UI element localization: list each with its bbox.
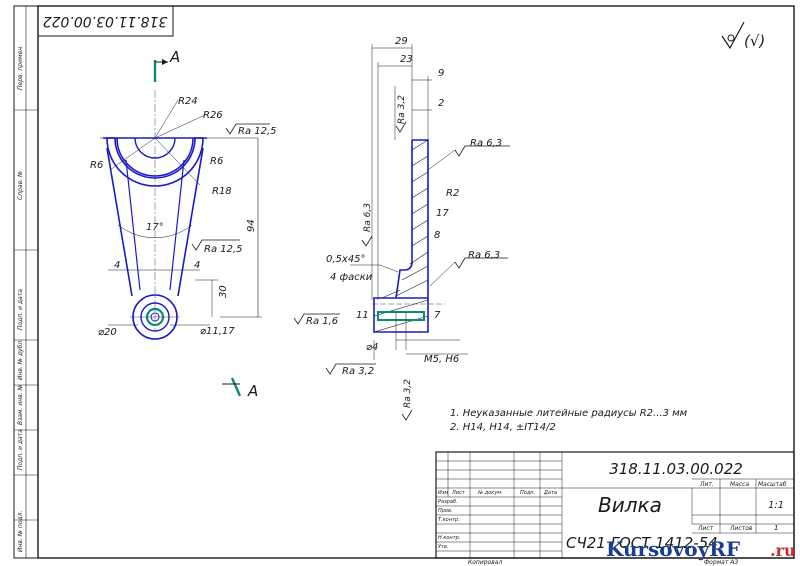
row-label-list: Лист: [451, 490, 466, 496]
title-material: СЧ21 ГОСТ 1412-54: [566, 534, 718, 552]
margin-label-7: Инв. № подл.: [17, 511, 24, 552]
margin-label-5: Взам. инв. №: [17, 384, 24, 425]
sign-label-nkontr: Н.контр.: [438, 535, 460, 541]
dim-23: 23: [400, 54, 413, 65]
section-marker-top: A: [153, 48, 180, 82]
fork-front-view: R24 R26 Ra 12,5 R6 R6 R18 94 17° Ra 12,5…: [90, 90, 277, 340]
dim-29: 29: [395, 36, 408, 47]
dim-ra32-top: Ra 3,2: [397, 95, 407, 124]
dim-30: 30: [218, 285, 229, 298]
row-label-izm: Изм: [438, 490, 448, 496]
section-marker-bottom: A: [222, 377, 258, 400]
dim-ra32-bottom-left: Ra 3,2: [342, 366, 374, 377]
margin-label-3: Подп. и дата: [17, 289, 24, 330]
margin-label-6: Подп. и дата: [17, 429, 24, 470]
dim-d20: ⌀20: [98, 327, 117, 338]
section-label-bottom: A: [247, 382, 258, 400]
dim-17: 17: [436, 208, 449, 219]
technical-notes: 1. Неуказанные литейные радиусы R2...3 м…: [450, 408, 688, 433]
dim-r6-left: R6: [90, 160, 103, 171]
sheets-label: Листов: [729, 525, 753, 532]
watermark-suffix: .ru: [770, 541, 796, 560]
col-header-scale: Масштаб: [758, 481, 787, 488]
dim-r24: R24: [178, 96, 198, 107]
dim-r26: R26: [203, 110, 223, 121]
margin-label-1: Перв. примен.: [17, 45, 24, 90]
roughness-general-text: (√): [744, 32, 765, 50]
dim-ra16: Ra 1,6: [306, 316, 338, 327]
dim-4-left: 4: [114, 260, 120, 271]
dim-ra125-top: Ra 12,5: [238, 126, 277, 137]
rotated-code-text: 318.11.03.00.022: [43, 13, 168, 29]
dim-ra63-left: Ra 6,3: [363, 203, 373, 232]
dim-ra125-mid: Ra 12,5: [204, 244, 243, 255]
title-code: 318.11.03.00.022: [609, 460, 743, 478]
dim-ra32-bottom: Ra 3,2: [403, 379, 413, 408]
dim-chamfer: 0,5x45°: [326, 254, 366, 265]
scale-value: 1:1: [768, 500, 784, 511]
sign-label-tkontr: Т.контр.: [438, 517, 460, 523]
col-header-lit: Лит.: [699, 481, 714, 488]
dim-ra63-right: Ra 6,3: [468, 250, 500, 261]
row-label-doc: № докум.: [477, 490, 503, 496]
dim-d11: ⌀11,17: [200, 326, 235, 337]
dim-r2: R2: [446, 188, 459, 199]
row-label-date: Дата: [543, 490, 557, 496]
margin-label-2: Справ. №: [17, 171, 24, 200]
copied-label: Копировал: [468, 559, 502, 566]
dim-angle-17: 17°: [146, 222, 164, 233]
dim-11: 11: [356, 310, 369, 321]
dim-2: 2: [438, 98, 444, 109]
roughness-general-symbol: (√): [721, 21, 765, 50]
sheet-label: Лист: [697, 525, 714, 532]
dim-m5: M5, H6: [424, 354, 459, 365]
title-name: Вилка: [598, 493, 662, 517]
dim-8: 8: [434, 230, 440, 241]
watermark-brand: KursovoyRF: [606, 537, 740, 561]
col-header-mass: Масса: [730, 481, 749, 488]
dim-9: 9: [438, 68, 444, 79]
sheets-count: 1: [774, 524, 778, 532]
section-label-top: A: [169, 48, 180, 66]
dim-r18: R18: [212, 186, 232, 197]
left-margin-strip: Перв. примен. Справ. № Подп. и дата Инв.…: [13, 5, 39, 559]
dim-d4: ⌀4: [366, 342, 378, 353]
dim-94: 94: [246, 219, 257, 232]
dim-chamfer-count: 4 фаски: [330, 272, 373, 283]
sign-label-utv: Утв.: [438, 544, 449, 550]
note-2: 2. H14, H14, ±IT14/2: [450, 422, 556, 433]
format-label: Формат А3: [704, 559, 738, 566]
margin-label-4: Инв. № дубл.: [17, 339, 24, 380]
dim-7: 7: [434, 310, 441, 321]
row-label-sign: Подп.: [520, 490, 535, 496]
fork-section-view: 29 23 9 2 Ra 3,2 Ra 6,3 Ra 6,3 R2 17 8 0…: [293, 36, 510, 421]
title-block: 318.11.03.00.022 Вилка СЧ21 ГОСТ 1412-54…: [435, 451, 795, 559]
watermark-logo: KursovoyRF .ru: [606, 537, 796, 561]
dim-ra63-top: Ra 6,3: [470, 138, 502, 149]
note-1: 1. Неуказанные литейные радиусы R2...3 м…: [450, 408, 688, 419]
dim-r6-right: R6: [210, 156, 223, 167]
sign-label-prov: Пров.: [438, 508, 453, 514]
sign-label-razrab: Разраб.: [438, 499, 458, 505]
rotated-code-stamp: 318.11.03.00.022: [37, 5, 174, 37]
dim-4-right: 4: [194, 260, 200, 271]
